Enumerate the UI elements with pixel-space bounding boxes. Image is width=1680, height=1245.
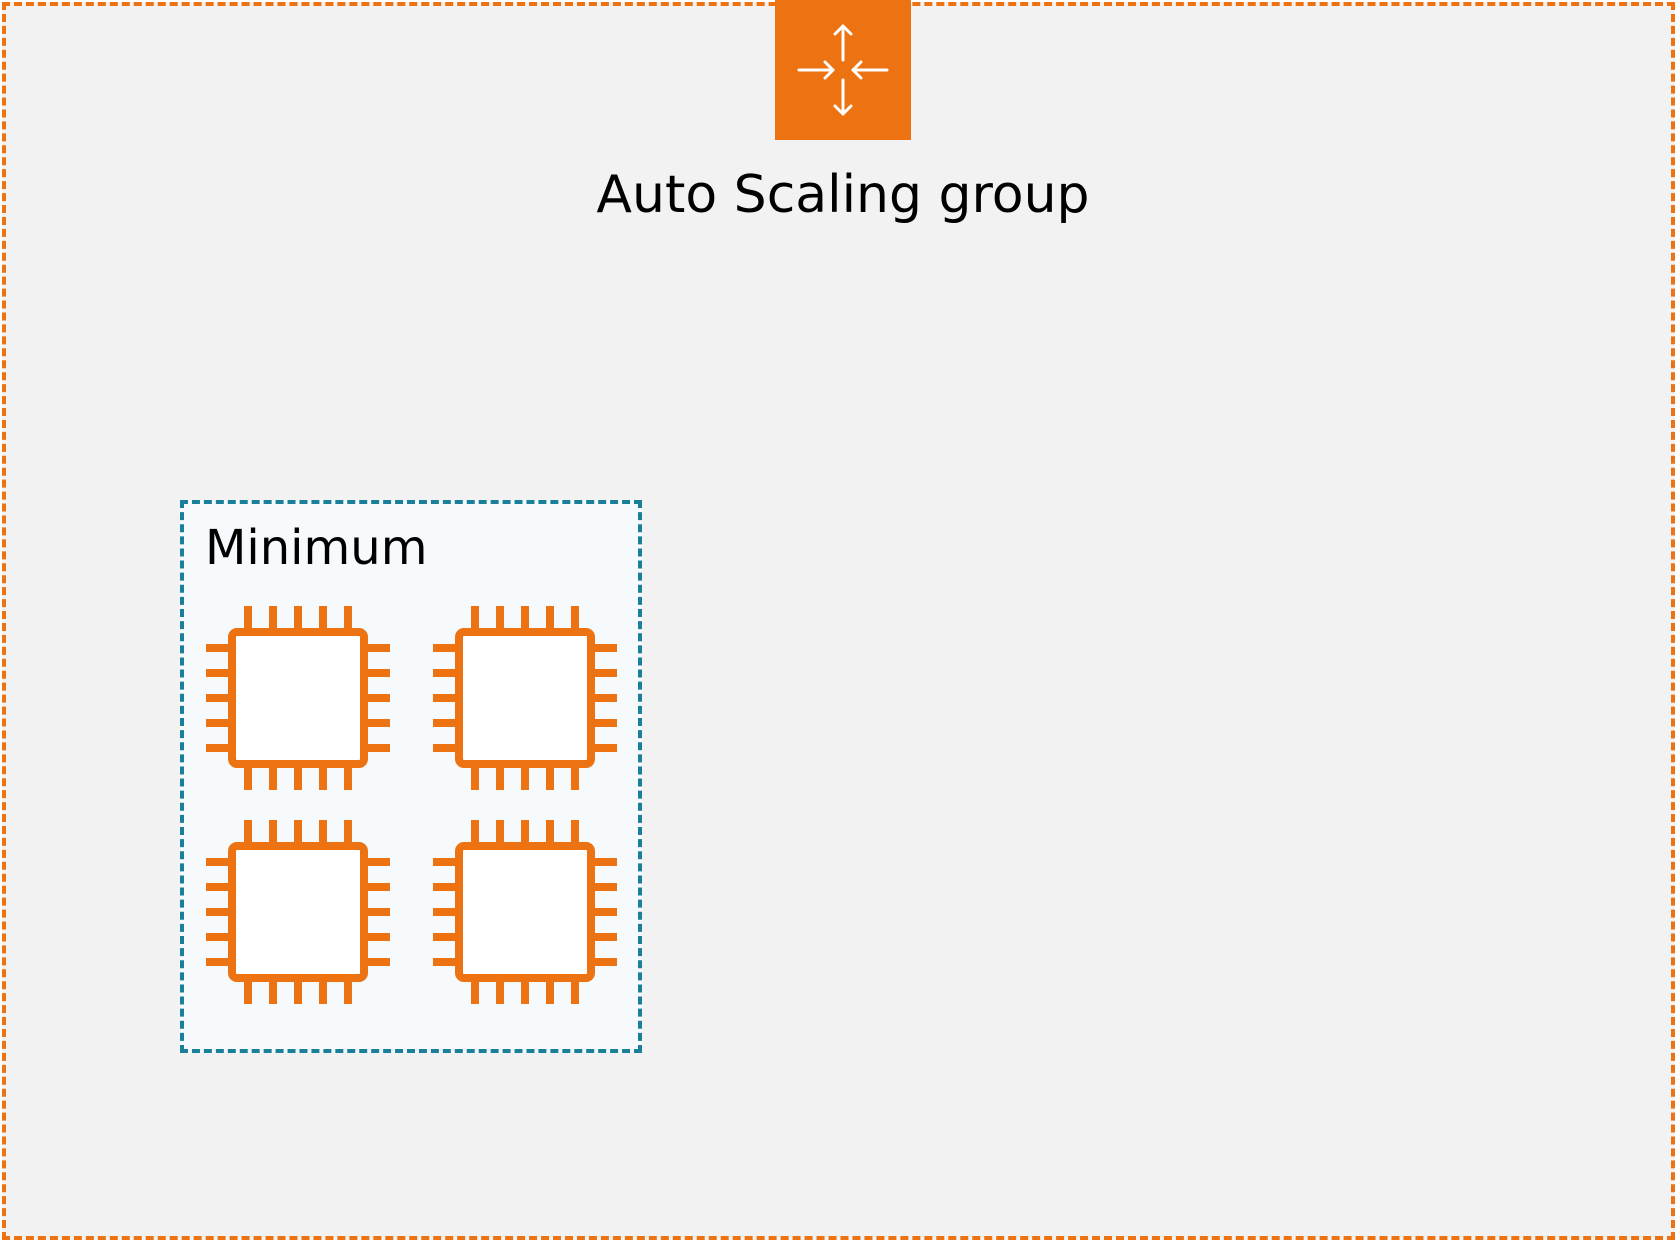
- ec2-instance-icon: [206, 820, 390, 1004]
- auto-scaling-group-label: Auto Scaling group: [596, 165, 1090, 225]
- ec2-instance-icon: [433, 606, 617, 790]
- ec2-instance-icon: [206, 606, 390, 790]
- ec2-instance-icon: [433, 820, 617, 1004]
- minimum-group-label: Minimum: [205, 520, 428, 576]
- auto-scaling-icon: [775, 0, 911, 140]
